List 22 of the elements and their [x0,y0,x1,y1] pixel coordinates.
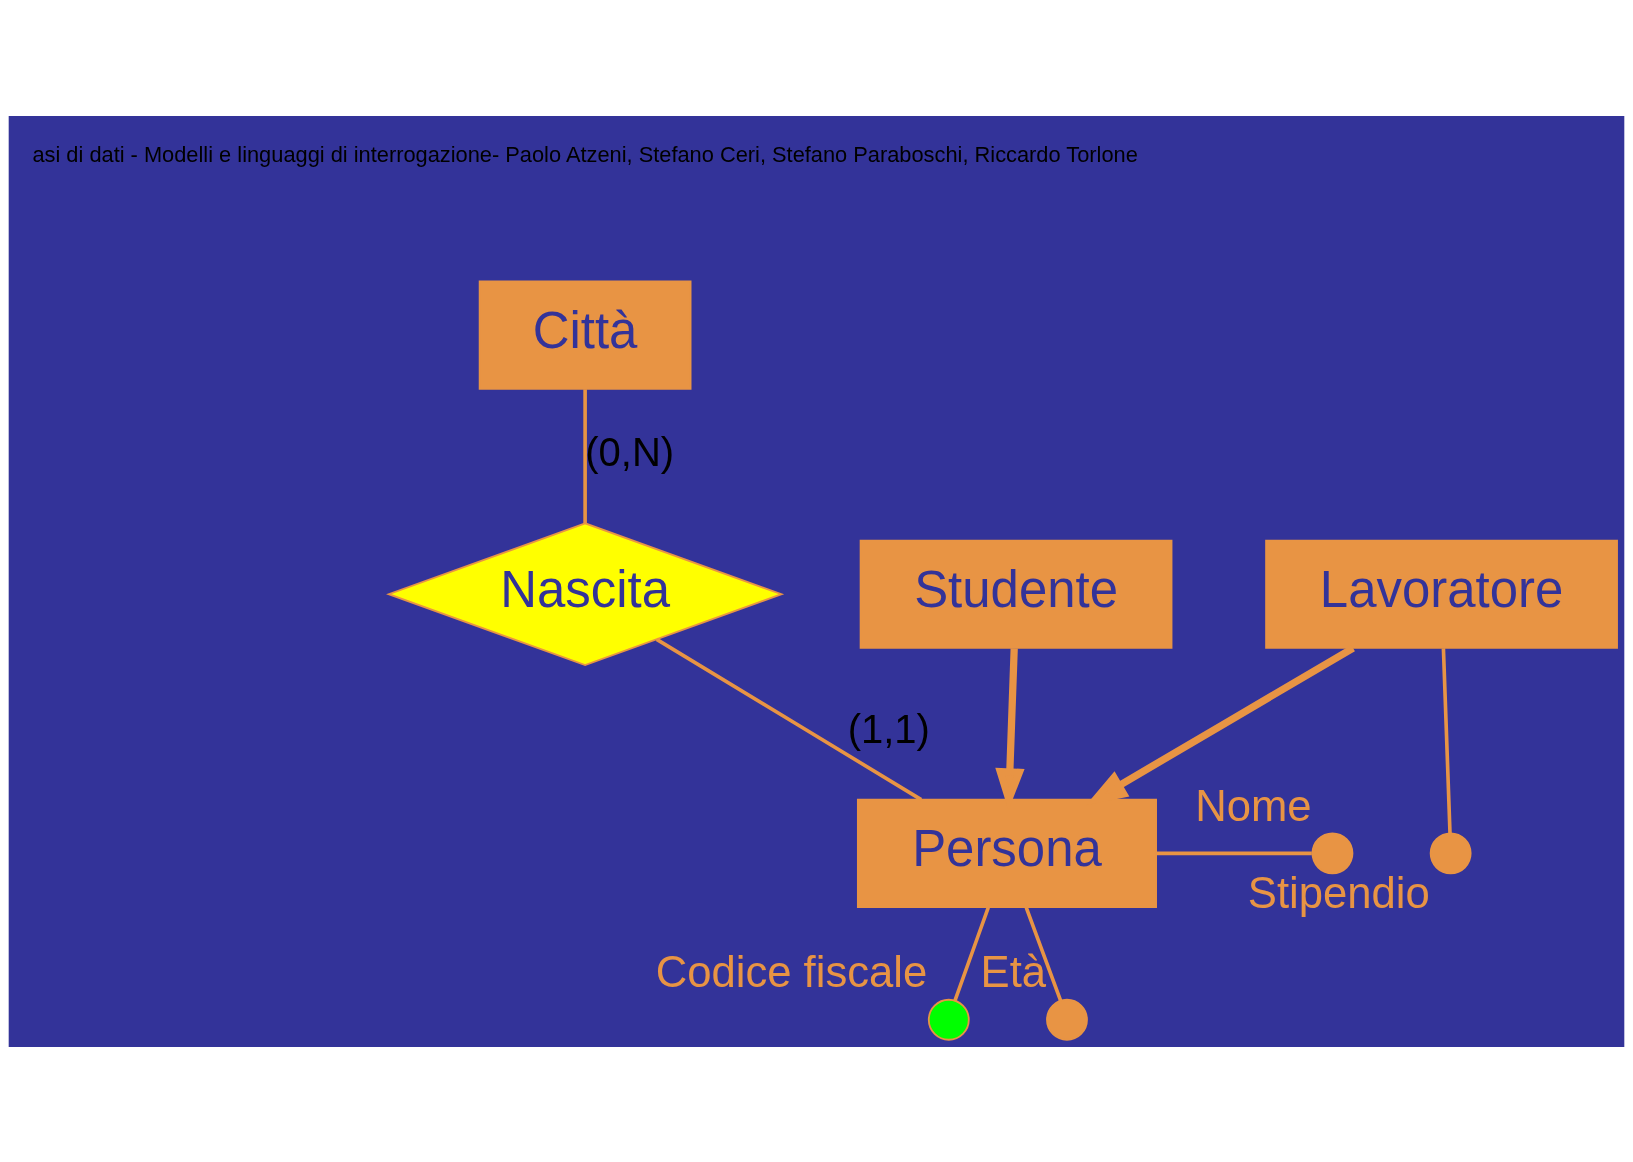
node-circle [927,998,970,1041]
connector [953,906,990,1001]
node-label: Codice fiscale [655,946,928,996]
edge-label: (0,N) [585,429,675,474]
node-label: Stipendio [1247,867,1430,917]
node-circle [1046,998,1088,1041]
node-diamond: Nascita [386,521,785,666]
connector [583,388,587,523]
connector [1156,851,1312,855]
connector [1024,906,1063,1001]
node-circle [1311,831,1354,874]
node-box: Persona [856,798,1157,908]
node-box: Città [478,280,692,390]
node-box: Studente [859,539,1173,649]
connector [1441,647,1452,833]
connector [655,637,923,801]
node-label: Età [980,946,1047,996]
edge-label: (1,1) [847,706,930,751]
node-circle [1429,831,1472,874]
label: asi di dati - Modelli e linguaggi di interrogazione- Paolo Atzeni, Stefano Ceri, Stefano Paraboschi, Riccardo Torlone [32,141,1138,167]
node-box: Lavoratore [1265,539,1618,649]
node-label: Nome [1195,780,1312,830]
